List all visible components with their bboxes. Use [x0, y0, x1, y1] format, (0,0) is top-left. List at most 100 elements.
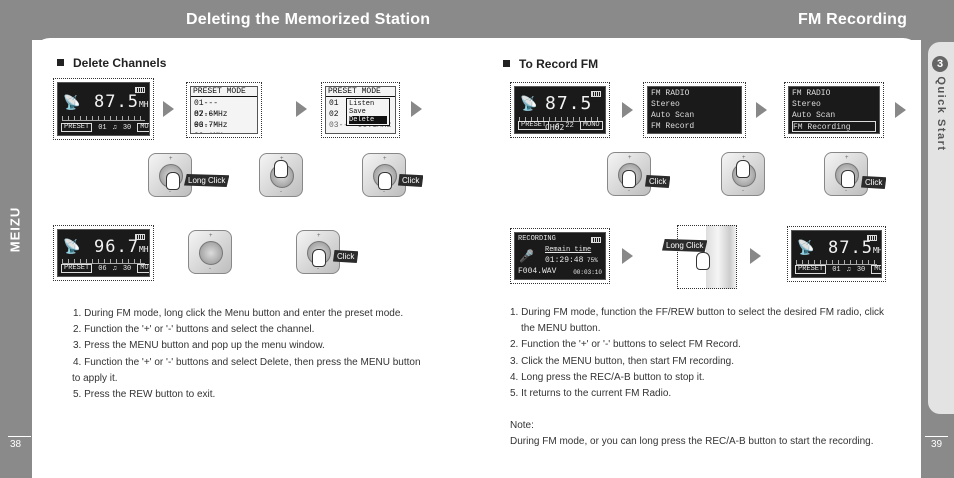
fm-radio-title: FM RADIO: [651, 89, 690, 98]
click-badge: Click: [398, 174, 424, 187]
instruction-step: 1. During FM mode, function the FF/REW b…: [510, 307, 885, 318]
menu-popup: Listen Save Delete: [346, 98, 390, 126]
page-number-rule: [925, 436, 948, 437]
instruction-step: 3. Press the MENU button and pop up the …: [73, 340, 325, 352]
spacer: [510, 402, 910, 418]
page-number-rule: [8, 436, 31, 437]
preset-label: PRESET: [61, 123, 93, 132]
menu-item-save: Save: [349, 108, 366, 116]
note-label: Note:: [510, 420, 534, 432]
microphone-icon: 🎤: [519, 250, 534, 264]
battery-icon: [591, 91, 601, 97]
tuning-scale: [62, 259, 145, 264]
fm-radio-menu-screen: FM RADIO Stereo Auto Scan FM Recording: [784, 82, 884, 138]
menu-item-delete: Delete: [349, 116, 387, 124]
mono-label: MONO: [137, 123, 149, 132]
mono-label: MONO: [579, 121, 603, 130]
arrow-right-icon: [895, 102, 906, 118]
frequency-unit: MHz: [872, 246, 881, 255]
preset-row: 02--- 96.7MHz: [194, 110, 228, 130]
tuning-scale: [796, 260, 877, 265]
elapsed-time: 00:03:10: [573, 269, 602, 276]
frequency-value: 87.5: [94, 92, 139, 112]
chapter-label: Quick Start: [935, 76, 947, 152]
control-pad: +-: [188, 230, 232, 274]
click-badge: Click: [861, 176, 887, 189]
instruction-step: 3. Click the MENU button, then start FM …: [510, 355, 734, 367]
page-number-left: 38: [10, 439, 22, 450]
instruction-step: 2. Function the '+' or '-' buttons and s…: [73, 324, 315, 336]
instruction-step-continued: the MENU button.: [521, 323, 601, 335]
volume-icon: ♫: [846, 265, 851, 274]
pointer-hand-icon: [736, 160, 750, 178]
delete-channels-heading: Delete Channels: [57, 56, 166, 70]
page-panel: [32, 38, 921, 478]
preset-row: 02: [329, 110, 339, 119]
antenna-icon: 📡: [63, 240, 81, 256]
record-file-name: F004.WAV: [518, 267, 557, 276]
pointer-hand-icon: [312, 249, 326, 267]
right-page-title: FM Recording: [798, 11, 908, 28]
channel-number: 01: [832, 265, 841, 274]
fm-screen-frequency: 📡 87.5 CH02 PRESET ♫ 22 MONO: [510, 82, 610, 138]
preset-mode-title: PRESET MODE: [326, 87, 395, 97]
frequency-unit: MHz: [138, 245, 149, 254]
arrow-right-icon: [296, 101, 307, 117]
channel-label: CH02: [545, 123, 565, 132]
recording-percent: 75%: [587, 257, 598, 264]
preset-popup-screen: PRESET MODE 01 02 03--- 99.1MHz Listen S…: [321, 82, 400, 138]
menu-item-stereo: Stereo: [792, 100, 821, 109]
fm-radio-menu-screen: FM RADIO Stereo Auto Scan FM Record: [643, 82, 746, 138]
frequency-value: 87.5: [545, 93, 593, 114]
menu-item-fm-recording: FM Recording: [792, 121, 876, 132]
delete-channels-instructions: 1. During FM mode, long click the Menu b…: [72, 306, 453, 403]
battery-icon: [867, 235, 877, 241]
channel-number: 01: [98, 123, 107, 132]
to-record-fm-heading: To Record FM: [503, 57, 598, 71]
preset-row: 01: [329, 99, 339, 108]
preset-label: PRESET: [795, 265, 827, 274]
arrow-right-icon: [163, 101, 174, 117]
mono-label: MONO: [871, 265, 881, 274]
fm-screen-frequency: 📡 96.7MHz PRESET 06 ♫ 30 MONO: [53, 225, 154, 281]
instruction-step: 2. Function the '+' or '-' buttons to se…: [510, 339, 741, 351]
remain-time-value: 01:29:48: [545, 256, 584, 265]
menu-item-listen: Listen: [349, 100, 375, 108]
arrow-right-icon: [756, 102, 767, 118]
menu-item-stereo: Stereo: [651, 100, 680, 109]
volume-icon: ♫: [112, 264, 117, 273]
brand-logo: MEIZU: [7, 206, 23, 253]
pointer-hand-icon: [166, 172, 180, 190]
mono-label: MONO: [137, 264, 149, 273]
frequency-value: 96.7: [94, 237, 139, 257]
menu-item-auto-scan: Auto Scan: [792, 111, 836, 120]
tuning-scale: [62, 116, 145, 121]
arrow-right-icon: [622, 102, 633, 118]
instruction-step: 5. It returns to the current FM Radio.: [510, 388, 672, 400]
fm-radio-title: FM RADIO: [792, 89, 831, 98]
arrow-right-icon: [750, 248, 761, 264]
click-badge: Click: [333, 250, 359, 263]
arrow-right-icon: [411, 101, 422, 117]
battery-icon: [135, 87, 145, 93]
frequency-unit: MHz: [138, 100, 149, 109]
recording-title: RECORDING: [518, 235, 556, 243]
pointer-hand-icon: [378, 172, 392, 190]
volume-value: 22: [565, 121, 574, 130]
antenna-icon: 📡: [63, 96, 81, 112]
volume-value: 30: [856, 265, 866, 274]
fm-screen-frequency: 📡 87.5MHz PRESET 01 ♫ 30 MONO: [53, 78, 154, 140]
recording-screen: RECORDING Remain time 01:29:48 75% 🎤 F00…: [510, 228, 610, 284]
battery-icon: [135, 234, 145, 240]
preset-row: 01--- 87.6MHz: [194, 99, 228, 119]
instruction-step: 5. Press the REW button to exit.: [73, 389, 216, 401]
fm-screen-frequency: 📡 87.5MHz PRESET 01 ♫ 30 MONO: [787, 226, 886, 282]
pointer-hand-icon: [274, 160, 288, 178]
menu-item-fm-record: FM Record: [651, 122, 695, 131]
quick-start-tab: [928, 42, 954, 414]
battery-icon: [591, 237, 601, 243]
instruction-step: 1. During FM mode, long click the Menu b…: [73, 308, 404, 319]
page-number-right: 39: [931, 439, 943, 450]
preset-label: PRESET: [518, 121, 550, 130]
preset-mode-title: PRESET MODE: [191, 87, 257, 97]
